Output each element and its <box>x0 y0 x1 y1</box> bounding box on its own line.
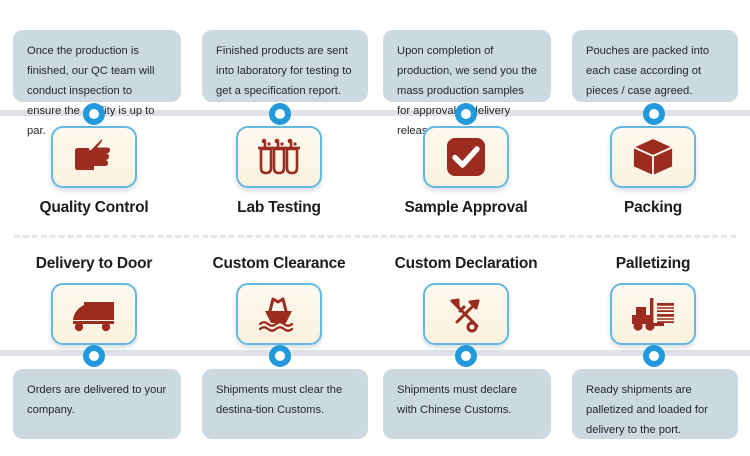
step-label-custom-clearance: Custom Clearance <box>212 255 346 272</box>
truck-icon <box>73 302 114 332</box>
step-custom-clearance[interactable]: Custom Clearance <box>204 255 354 345</box>
connector-dot-palletizing <box>643 345 665 367</box>
note-palletizing: Ready shipments are palletized and loade… <box>572 369 738 439</box>
step-label-delivery-to-door: Delivery to Door <box>35 255 153 272</box>
step-packing[interactable]: Packing <box>578 126 728 217</box>
flow-track <box>0 110 750 356</box>
connector-dot-lab-testing <box>269 103 291 125</box>
note-lab-testing: Finished products are sent into laborato… <box>202 30 368 102</box>
step-label-sample-approval: Sample Approval <box>404 199 528 216</box>
forklift-icon <box>632 298 674 331</box>
step-custom-declaration[interactable]: Custom Declaration <box>391 255 541 345</box>
box-icon <box>632 137 674 177</box>
icon-tile-quality-control <box>51 126 137 188</box>
icon-tile-delivery-to-door <box>51 283 137 345</box>
key-anchor-icon <box>450 298 480 333</box>
step-label-custom-declaration: Custom Declaration <box>394 255 538 272</box>
step-lab-testing[interactable]: Lab Testing <box>204 126 354 217</box>
step-delivery-to-door[interactable]: Delivery to Door <box>19 255 169 345</box>
test-tubes-icon <box>258 138 300 175</box>
icon-tile-lab-testing <box>236 126 322 188</box>
note-custom-clearance: Shipments must clear the destina-tion Cu… <box>202 369 368 439</box>
icon-tile-sample-approval <box>423 126 509 188</box>
icon-tile-custom-clearance <box>236 283 322 345</box>
connector-dot-quality-control <box>83 103 105 125</box>
note-packing: Pouches are packed into each case accord… <box>572 30 738 102</box>
icon-tile-palletizing <box>610 283 696 345</box>
step-palletizing[interactable]: Palletizing <box>578 255 728 345</box>
step-label-packing: Packing <box>623 199 683 216</box>
connector-dot-sample-approval <box>455 103 477 125</box>
note-quality-control: Once the production is finished, our QC … <box>13 30 181 137</box>
step-label-palletizing: Palletizing <box>615 255 691 272</box>
connector-dot-custom-clearance <box>269 345 291 367</box>
thumbs-up-icon <box>75 139 110 170</box>
step-label-quality-control: Quality Control <box>39 199 149 216</box>
connector-dot-packing <box>643 103 665 125</box>
check-square-icon <box>447 138 485 176</box>
icon-tile-packing <box>610 126 696 188</box>
icon-tile-custom-declaration <box>423 283 509 345</box>
step-sample-approval[interactable]: Sample Approval <box>391 126 541 217</box>
step-label-lab-testing: Lab Testing <box>237 199 321 216</box>
ship-icon <box>258 297 294 332</box>
step-quality-control[interactable]: Quality Control <box>19 126 169 217</box>
connector-dot-custom-declaration <box>455 345 477 367</box>
connector-dot-delivery-to-door <box>83 345 105 367</box>
flow-track-divider <box>14 235 736 238</box>
note-sample-approval: Upon completion of production, we send y… <box>383 30 551 137</box>
note-delivery-to-door: Orders are delivered to your company. <box>13 369 181 439</box>
note-custom-declaration: Shipments must declare with Chinese Cust… <box>383 369 551 439</box>
